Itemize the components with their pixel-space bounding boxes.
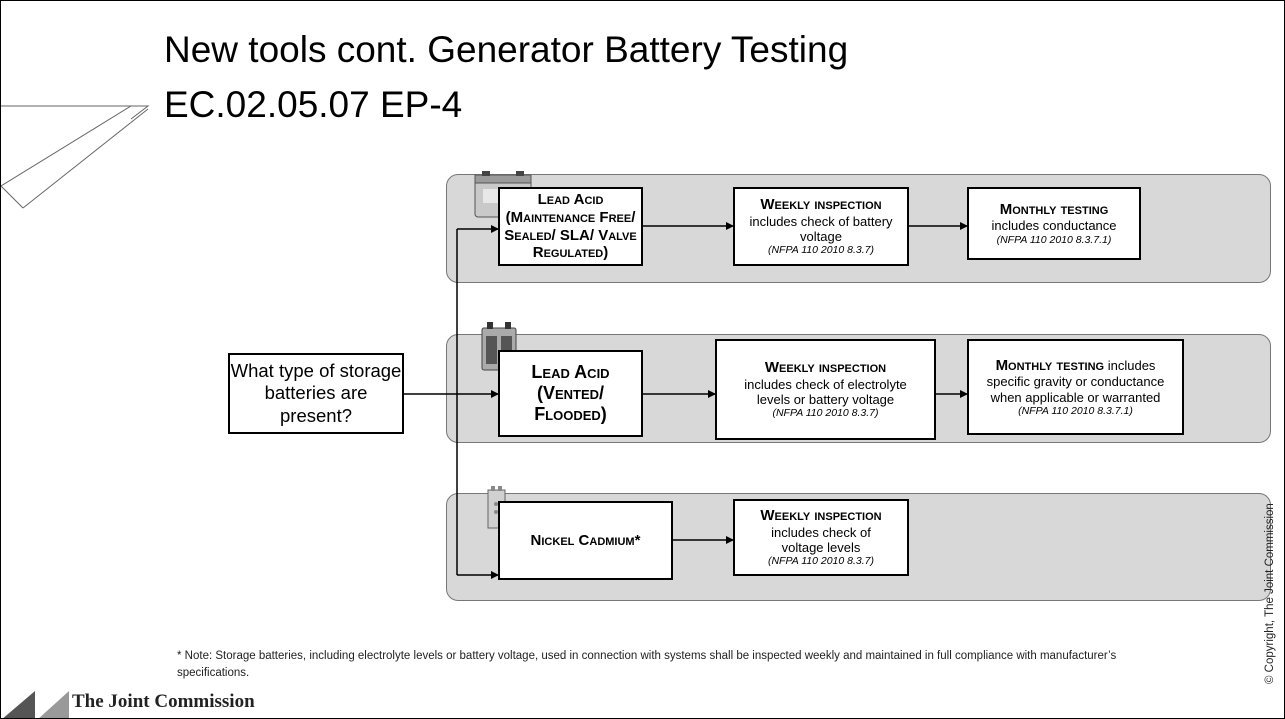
slide-title: New tools cont. Generator Battery Testin…	[164, 29, 849, 70]
logo-text: The Joint Commission	[72, 691, 255, 712]
battery-type-label: Nickel Cadmium*	[530, 531, 641, 549]
weekly-ref: (NFPA 110 2010 8.3.7)	[767, 555, 875, 568]
question-text: What type of storage batteries are prese…	[230, 360, 402, 426]
monthly-heading: Monthly testing	[999, 200, 1109, 218]
battery-type-sealed: Lead Acid (Maintenance Free/ Sealed/ SLA…	[498, 187, 643, 266]
weekly-heading: Weekly inspection	[764, 359, 887, 377]
slide-subtitle: EC.02.05.07 EP-4	[164, 84, 463, 125]
joint-commission-logo-icon	[3, 691, 69, 718]
weekly-heading: Weekly inspection	[760, 196, 882, 214]
battery-type-label: Lead Acid (Vented/ Flooded)	[531, 361, 610, 425]
monthly-body: includes conductance	[991, 218, 1117, 234]
monthly-heading: Monthly testing	[995, 356, 1105, 374]
weekly-body: includes check of voltage levels	[771, 524, 871, 556]
monthly-ref: (NFPA 110 2010 8.3.7.1)	[1018, 404, 1133, 417]
battery-type-label: Lead Acid (Maintenance Free/ Sealed/ SLA…	[504, 191, 637, 262]
weekly-box-sealed: Weekly inspection includes check of batt…	[733, 187, 909, 266]
slide-decoration	[1, 105, 150, 209]
battery-type-vented: Lead Acid (Vented/ Flooded)	[498, 350, 643, 437]
weekly-heading: Weekly inspection	[760, 507, 882, 525]
weekly-ref: (NFPA 110 2010 8.3.7)	[772, 407, 879, 420]
footnote: * Note: Storage batteries, including ele…	[177, 650, 1117, 680]
question-box: What type of storage batteries are prese…	[228, 353, 404, 434]
weekly-box-nicad: Weekly inspection includes check of volt…	[733, 499, 909, 576]
monthly-body: includes specific gravity or conductance…	[986, 357, 1165, 405]
copyright-notice: © Copyright, The Joint Commission	[1264, 503, 1276, 684]
monthly-ref: (NFPA 110 2010 8.3.7.1)	[996, 233, 1112, 246]
weekly-body: includes check of electrolyte levels or …	[744, 376, 907, 408]
weekly-box-vented: Weekly inspection includes check of elec…	[715, 339, 936, 440]
weekly-ref: (NFPA 110 2010 8.3.7)	[767, 244, 875, 257]
battery-type-nicad: Nickel Cadmium*	[498, 501, 673, 580]
monthly-box-sealed: Monthly testing includes conductance (NF…	[967, 187, 1141, 260]
monthly-box-vented: Monthly testing includes specific gravit…	[967, 339, 1184, 435]
weekly-body: includes check of battery voltage	[749, 213, 893, 245]
